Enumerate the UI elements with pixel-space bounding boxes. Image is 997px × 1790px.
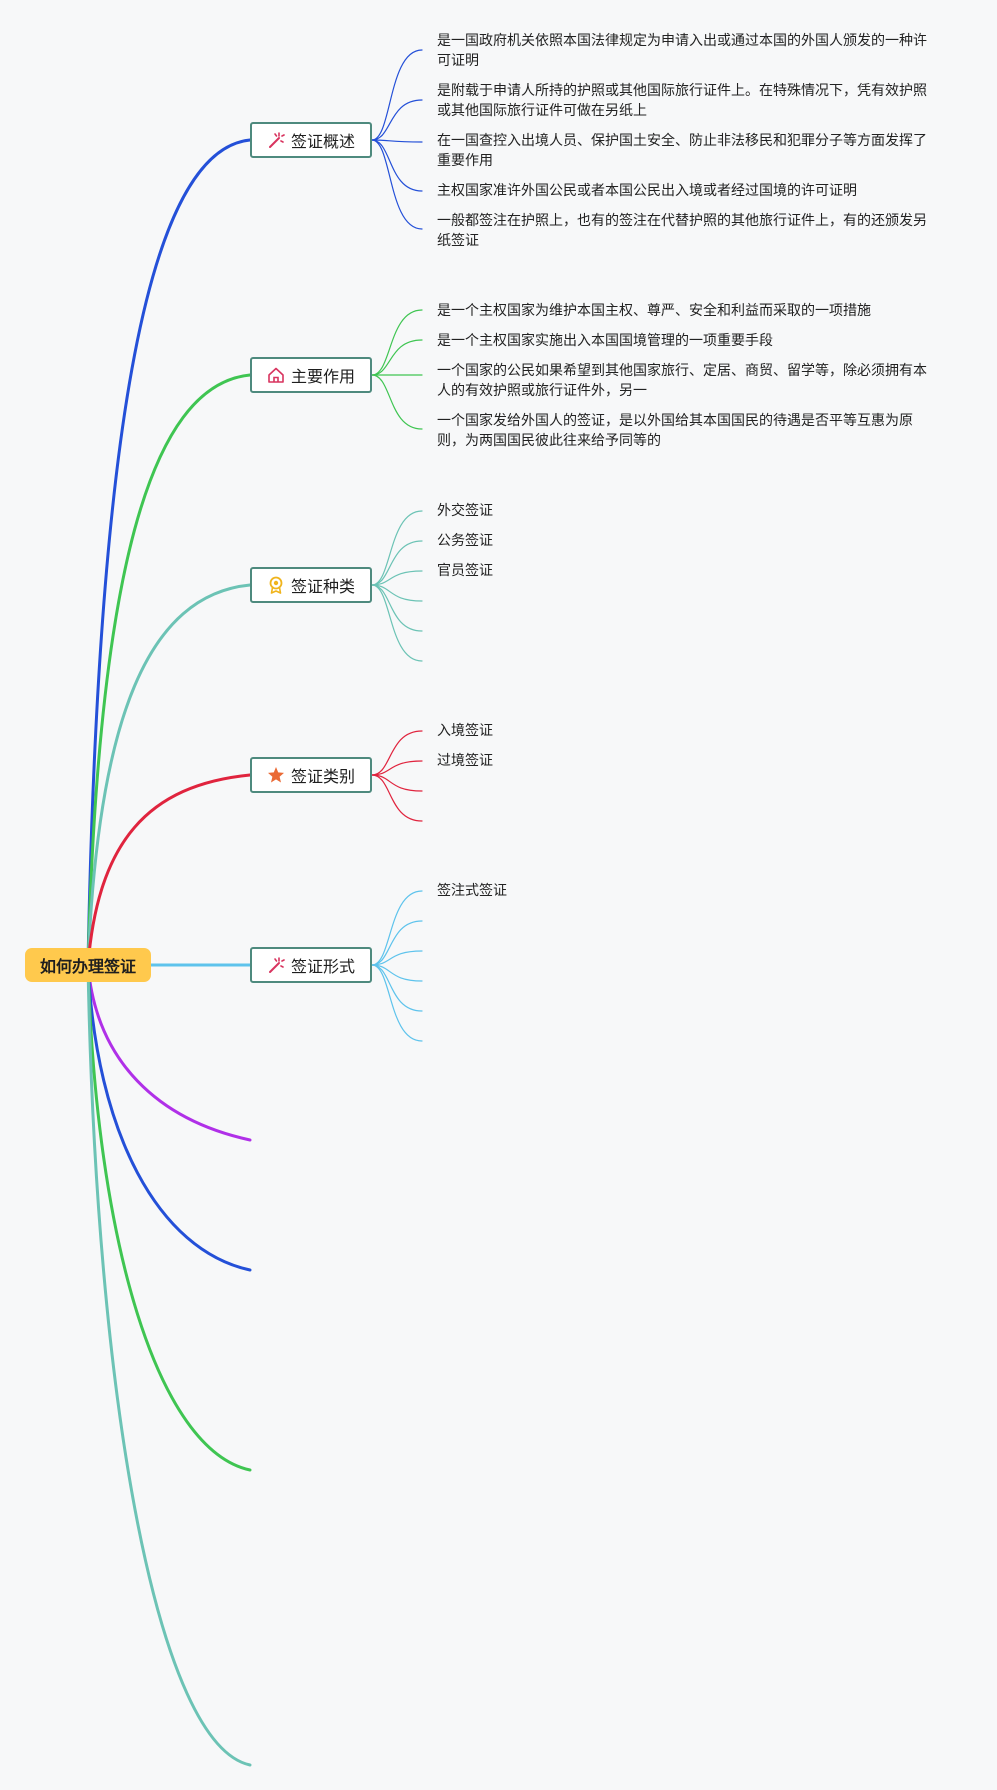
leaf-topic[interactable]: 一个国家发给外国人的签证，是以外国给其本国国民的待遇是否平等互惠为原则，为两国国… [437, 413, 913, 449]
leaf-connector [371, 964, 423, 1042]
branch-visa-categories[interactable]: 签证类别 [250, 757, 372, 793]
leaf-connector [371, 374, 423, 430]
leaf-topic[interactable]: 一个国家的公民如果希望到其他国家旅行、定居、商贸、留学等，除必须拥有本人的有效护… [437, 363, 927, 399]
collapsed-branch-connector [86, 963, 252, 1767]
leaf-connector [371, 950, 423, 966]
branch-connector [86, 583, 252, 967]
leaf-connector [371, 760, 423, 776]
magic-wand-icon [267, 131, 285, 149]
leaf-connector [371, 584, 423, 632]
branch-label: 签证类别 [290, 767, 355, 786]
branch-visa-forms[interactable]: 签证形式 [250, 947, 372, 983]
leaf-connector [371, 339, 423, 376]
root-topic-label: 如何办理签证 [39, 957, 136, 976]
leaf-topic[interactable]: 公务签证 [437, 533, 493, 549]
leaf-topic[interactable]: 是一国政府机关依照本国法律规定为申请入出或通过本国的外国人颁发的一种许可证明 [437, 33, 927, 69]
leaf-topic[interactable]: 入境签证 [437, 723, 493, 739]
leaf-connector [371, 730, 423, 776]
leaf-connector [371, 570, 423, 586]
leaf-connector [371, 49, 423, 141]
home-icon [267, 366, 285, 384]
collapsed-branch-connector [86, 963, 252, 1472]
collapsed-branch-connector [86, 963, 252, 1272]
branch-label: 主要作用 [290, 367, 355, 386]
leaf-connector [371, 584, 423, 662]
branch-connector [86, 373, 252, 967]
leaf-connector [371, 920, 423, 966]
leaf-connector [371, 540, 423, 586]
star-icon [267, 766, 285, 784]
leaf-connector [371, 510, 423, 586]
root-topic[interactable]: 如何办理签证 [25, 948, 151, 982]
leaf-connector [371, 890, 423, 966]
leaf-topic[interactable]: 是附载于申请人所持的护照或其他国际旅行证件上。在特殊情况下，凭有效护照或其他国际… [437, 83, 927, 119]
branch-connector [86, 138, 252, 967]
collapsed-branch-connector [86, 963, 252, 1142]
leaf-topic[interactable]: 主权国家准许外国公民或者本国公民出入境或者经过国境的许可证明 [437, 183, 857, 199]
branch-label: 签证概述 [290, 132, 355, 151]
leaf-connector [371, 99, 423, 141]
branch-label: 签证形式 [290, 957, 355, 976]
leaf-connector [371, 309, 423, 376]
award-icon [267, 576, 285, 594]
leaf-connector [371, 774, 423, 822]
leaf-connector [371, 139, 423, 143]
leaf-topic[interactable]: 在一国查控入出境人员、保护国土安全、防止非法移民和犯罪分子等方面发挥了重要作用 [437, 133, 927, 169]
leaf-topic[interactable]: 签注式签证 [437, 883, 507, 899]
branch-visa-types[interactable]: 签证种类 [250, 567, 372, 603]
leaf-connector [371, 139, 423, 230]
leaf-topic[interactable]: 过境签证 [437, 753, 493, 769]
branch-visa-overview[interactable]: 签证概述 [250, 122, 372, 158]
leaf-topic[interactable]: 官员签证 [437, 563, 493, 579]
leaf-topic[interactable]: 是一个主权国家为维护本国主权、尊严、安全和利益而采取的一项措施 [437, 303, 871, 319]
branch-connector [86, 773, 252, 967]
branch-label: 签证种类 [290, 577, 355, 596]
leaf-topic[interactable]: 是一个主权国家实施出入本国国境管理的一项重要手段 [437, 333, 773, 349]
branch-main-functions[interactable]: 主要作用 [250, 357, 372, 393]
leaf-connector [371, 964, 423, 1012]
magic-wand-icon [267, 956, 285, 974]
leaf-topic[interactable]: 一般都签注在护照上，也有的签注在代替护照的其他旅行证件上，有的还颁发另纸签证 [437, 213, 927, 249]
leaf-topic[interactable]: 外交签证 [437, 503, 493, 519]
leaf-connector [371, 139, 423, 192]
